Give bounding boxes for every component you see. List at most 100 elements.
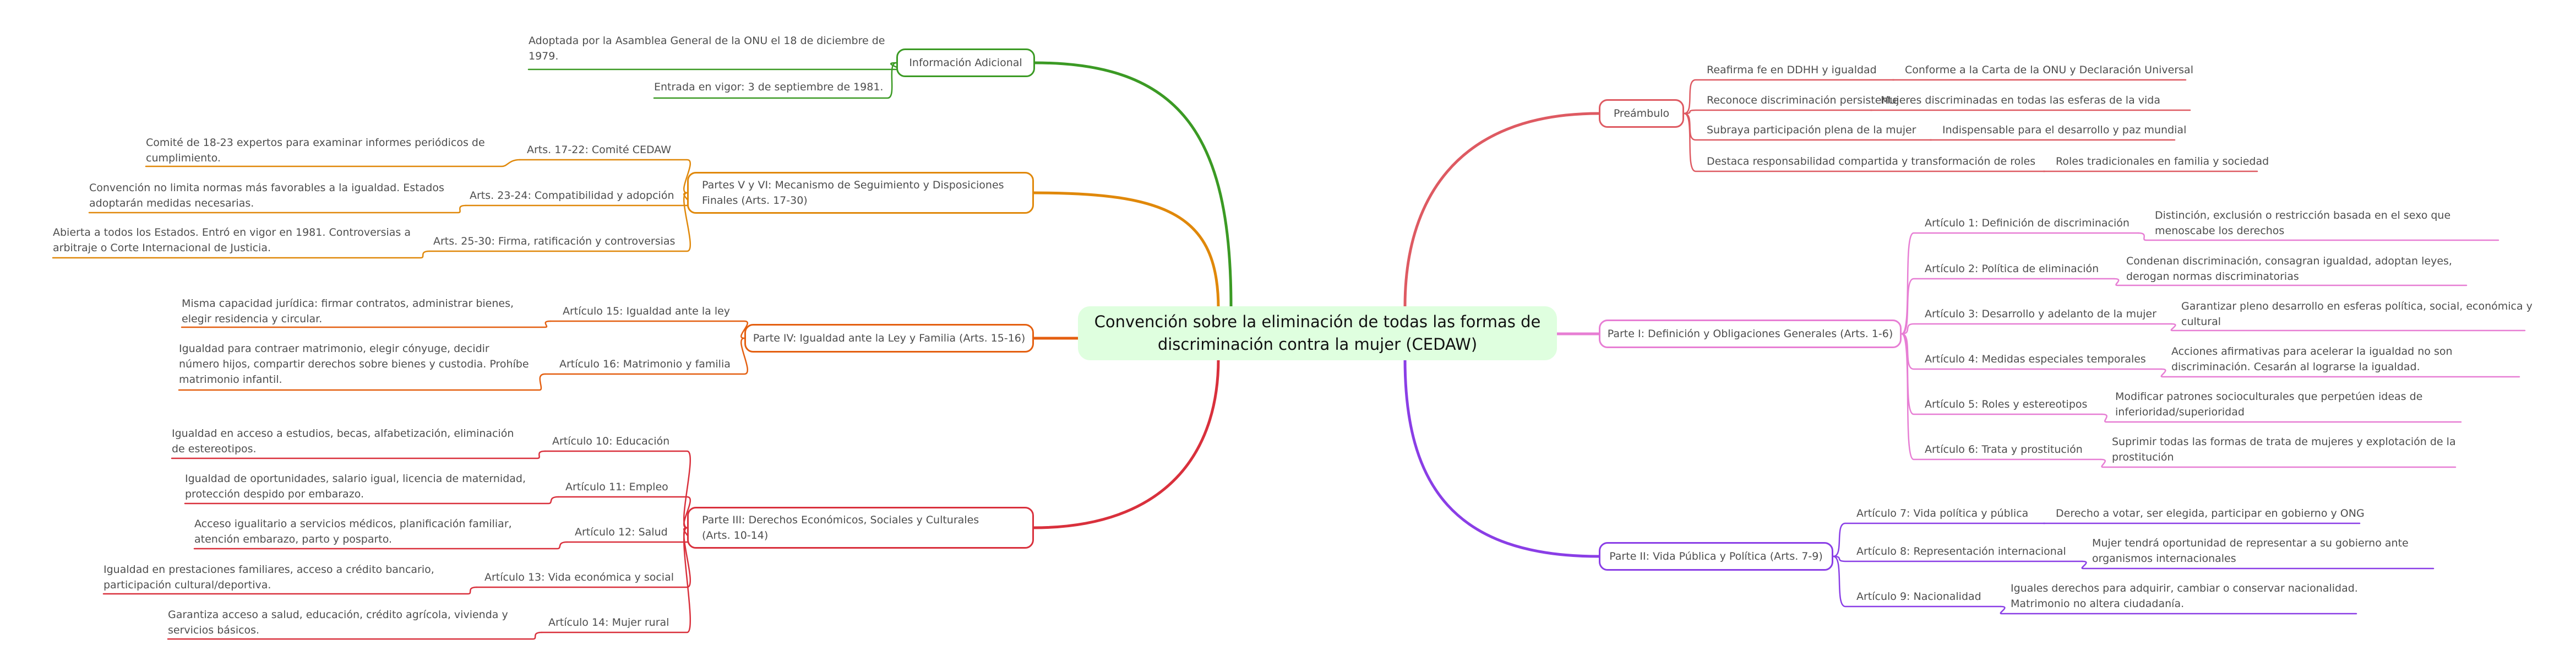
connector-vida-3 xyxy=(1832,555,2002,608)
igu-detail-2: Igualdad para contraer matrimonio, elegi… xyxy=(179,343,529,386)
seg-detail-1: Comité de 18-23 expertos para examinar i… xyxy=(146,137,485,164)
connector-der-5 xyxy=(541,527,691,633)
der-detail-5: Garantiza acceso a salud, educación, cré… xyxy=(168,609,508,636)
connector-root-preambulo xyxy=(1403,112,1600,308)
connector-der-detail-1 xyxy=(171,450,546,459)
connector-pre-4 xyxy=(1683,112,2046,172)
def-label-3: Artículo 3: Desarrollo y adelanto de la … xyxy=(1925,308,2156,320)
connector-def-detail-1 xyxy=(2137,232,2499,241)
igu-detail-1: Misma capacidad jurídica: firmar contrat… xyxy=(182,297,514,325)
branch-label: Información Adicional xyxy=(909,57,1022,69)
branch-label: Parte II: Vida Pública y Política (Arts.… xyxy=(1609,550,1823,562)
pre-detail-2: Mujeres discriminadas en todas las esfer… xyxy=(1881,94,2160,106)
connector-seg-detail-3 xyxy=(52,250,431,259)
connector-def-2 xyxy=(1900,278,2115,335)
branch-parte-i[interactable]: Parte I: Definición y Obligaciones Gener… xyxy=(1599,320,1902,348)
def-label-5: Artículo 5: Roles y estereotipos xyxy=(1925,398,2088,410)
branch-preambulo[interactable]: Preámbulo xyxy=(1599,99,1684,128)
connector-vida-detail-2 xyxy=(2081,560,2435,570)
root-title: Convención sobre la eliminación de todas… xyxy=(1094,312,1541,354)
branch-label: Partes V y VI: Mecanismo de Seguimiento … xyxy=(702,179,1004,207)
branch-parte-iii[interactable]: Parte III: Derechos Económicos, Sociales… xyxy=(687,507,1034,549)
connector-root-vida xyxy=(1403,358,1600,558)
branch-parte-iv[interactable]: Parte IV: Igualdad ante la Ley y Familia… xyxy=(744,324,1034,353)
der-label-5: Artículo 14: Mujer rural xyxy=(548,616,669,629)
connector-seg-detail-2 xyxy=(88,204,467,214)
connector-def-detail-3 xyxy=(2170,323,2526,332)
der-label-4: Artículo 13: Vida económica y social xyxy=(484,571,674,583)
connector-info-2 xyxy=(653,62,897,99)
connector-root-derechos xyxy=(1032,358,1220,529)
vida-label-3: Artículo 9: Nacionalidad xyxy=(1856,591,1981,603)
branch-informacion-adicional[interactable]: Información Adicional xyxy=(896,48,1035,77)
def-detail-6: Suprimir todas las formas de trata de mu… xyxy=(2112,436,2456,463)
def-label-1: Artículo 1: Definición de discriminación xyxy=(1925,217,2130,229)
def-detail-4: Acciones afirmativas para acelerar la ig… xyxy=(2171,345,2453,373)
pre-label-3: Subraya participación plena de la mujer xyxy=(1707,124,1916,136)
der-detail-2: Igualdad de oportunidades, salario igual… xyxy=(185,473,526,500)
branch-partes-v-vi[interactable]: Partes V y VI: Mecanismo de Seguimiento … xyxy=(687,172,1034,214)
connector-vida-1 xyxy=(1832,522,2046,557)
seg-detail-3: Abierta a todos los Estados. Entró en vi… xyxy=(53,226,411,254)
der-label-2: Artículo 11: Empleo xyxy=(565,481,668,493)
root-node[interactable]: Convención sobre la eliminación de todas… xyxy=(1078,306,1557,360)
connector-pre-1 xyxy=(1683,79,1895,115)
connector-seg-detail-1 xyxy=(145,159,521,167)
def-detail-1: Distinción, exclusión o restricción basa… xyxy=(2155,209,2451,237)
pre-label-1: Reafirma fe en DDHH y igualdad xyxy=(1707,64,1877,76)
def-label-4: Artículo 4: Medidas especiales temporale… xyxy=(1925,353,2146,365)
def-detail-2: Condenan discriminación, consagran igual… xyxy=(2126,255,2452,283)
connector-vida-detail-3 xyxy=(2000,605,2357,615)
connector-seg-3 xyxy=(428,192,691,252)
connector-root-info xyxy=(1033,61,1233,308)
seg-label-3: Arts. 25-30: Firma, ratificación y contr… xyxy=(433,235,676,247)
connector-def-3 xyxy=(1900,323,2172,335)
def-detail-3: Garantizar pleno desarrollo en esferas p… xyxy=(2181,300,2533,328)
igu-label-2: Artículo 16: Matrimonio y familia xyxy=(559,358,731,370)
vida-label-1: Artículo 7: Vida política y pública xyxy=(1856,507,2029,519)
seg-label-2: Arts. 23-24: Compatibilidad y adopción xyxy=(470,189,674,202)
pre-detail-3: Indispensable para el desarrollo y paz m… xyxy=(1942,124,2187,136)
seg-label-1: Arts. 17-22: Comité CEDAW xyxy=(527,144,672,156)
connector-igu-detail-1 xyxy=(181,320,552,328)
branch-label: Preámbulo xyxy=(1613,107,1670,120)
der-label-3: Artículo 12: Salud xyxy=(575,526,668,538)
branch-parte-ii[interactable]: Parte II: Vida Pública y Política (Arts.… xyxy=(1599,542,1833,571)
connector-igu-1 xyxy=(549,320,749,339)
connector-def-detail-5 xyxy=(2101,413,2462,423)
connector-def-6 xyxy=(1900,333,2102,461)
vida-label-2: Artículo 8: Representación internacional xyxy=(1856,545,2066,557)
connector-der-detail-3 xyxy=(193,541,568,550)
der-label-1: Artículo 10: Educación xyxy=(552,435,670,447)
pre-detail-1: Conforme a la Carta de la ONU y Declarac… xyxy=(1905,64,2193,76)
branch-label: Parte IV: Igualdad ante la Ley y Familia… xyxy=(753,332,1026,344)
connector-der-detail-4 xyxy=(102,586,478,595)
connector-der-detail-5 xyxy=(167,631,543,640)
vida-detail-2: Mujer tendrá oportunidad de representar … xyxy=(2092,537,2409,565)
connector-pre-2 xyxy=(1683,109,1873,115)
connector-root-seguimiento xyxy=(1032,191,1220,310)
connector-seg-1 xyxy=(519,159,691,194)
seg-detail-2: Convención no limita normas más favorabl… xyxy=(89,182,444,209)
pre-label-4: Destaca responsabilidad compartida y tra… xyxy=(1707,155,2036,167)
connector-der-2 xyxy=(557,496,691,529)
def-detail-5: Modificar patrones socioculturales que p… xyxy=(2115,391,2423,418)
pre-detail-4: Roles tradicionales en familia y socieda… xyxy=(2056,155,2269,167)
der-detail-3: Acceso igualitario a servicios médicos, … xyxy=(194,518,512,545)
info-item-1: Adoptada por la Asamblea General de la O… xyxy=(529,35,885,62)
connector-def-1 xyxy=(1900,232,2139,335)
vida-detail-3: Iguales derechos para adquirir, cambiar … xyxy=(2011,582,2358,610)
igu-label-1: Artículo 15: Igualdad ante la ley xyxy=(563,305,731,317)
connector-def-detail-4 xyxy=(2160,368,2520,378)
connector-der-detail-2 xyxy=(184,496,559,505)
branch-label: Parte I: Definición y Obligaciones Gener… xyxy=(1607,328,1893,340)
connector-igu-detail-2 xyxy=(178,373,546,391)
connector-def-detail-6 xyxy=(2100,458,2457,468)
info-item-2: Entrada en vigor: 3 de septiembre de 198… xyxy=(654,81,884,93)
pre-label-2: Reconoce discriminación persistente xyxy=(1707,94,1899,106)
der-detail-4: Igualdad en prestaciones familiares, acc… xyxy=(104,564,434,591)
vida-detail-1: Derecho a votar, ser elegida, participar… xyxy=(2056,507,2365,519)
der-detail-1: Igualdad en acceso a estudios, becas, al… xyxy=(172,427,514,455)
connector-igu-2 xyxy=(544,337,748,375)
